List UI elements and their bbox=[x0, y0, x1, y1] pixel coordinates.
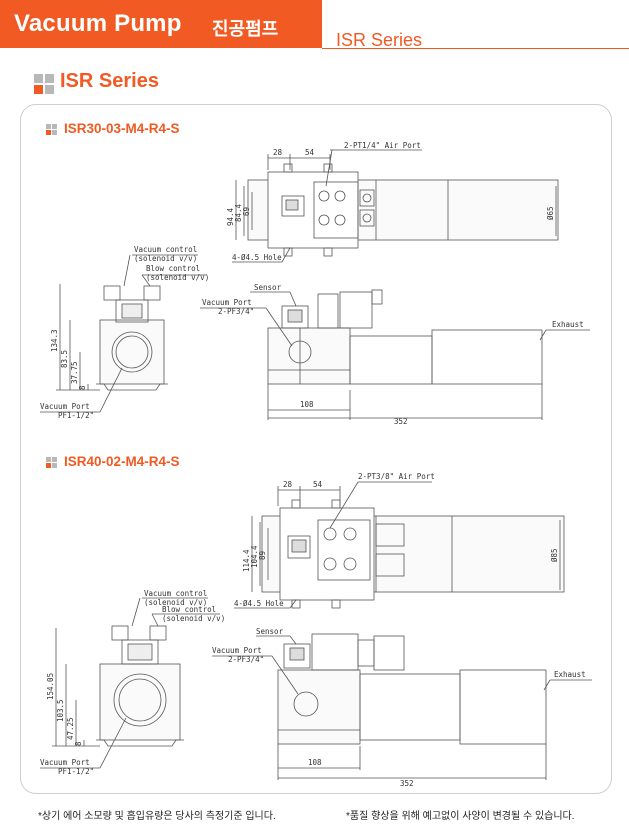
footnote-right: *품질 향상을 위해 예고없이 사양이 변경될 수 있습니다. bbox=[346, 811, 575, 822]
header-band bbox=[0, 0, 322, 48]
section-title: ISR Series bbox=[60, 70, 159, 92]
model-title-isr30: ISR30-03-M4-R4-S bbox=[64, 121, 180, 136]
squares-icon bbox=[34, 74, 54, 94]
header-subtitle: 진공펌프 bbox=[212, 19, 279, 39]
drawing-panel bbox=[20, 104, 612, 794]
footnote-left: *상기 에어 소모량 및 흡입유량은 당사의 측정기준 입니다. bbox=[38, 811, 276, 822]
model-title-isr40: ISR40-02-M4-R4-S bbox=[64, 454, 180, 469]
squares-icon bbox=[46, 124, 57, 135]
header-series: ISR Series bbox=[336, 30, 423, 50]
header-title: Vacuum Pump bbox=[14, 10, 182, 37]
header-rule bbox=[322, 48, 629, 49]
squares-icon bbox=[46, 457, 57, 468]
